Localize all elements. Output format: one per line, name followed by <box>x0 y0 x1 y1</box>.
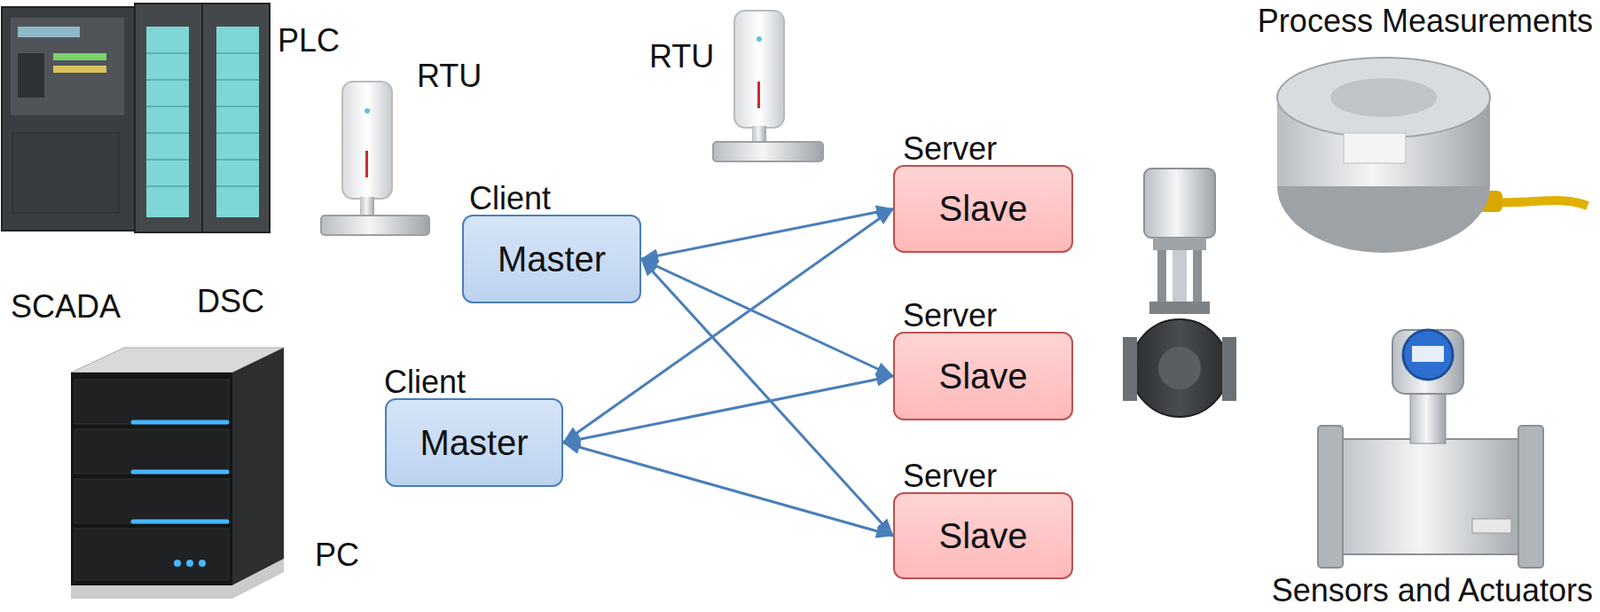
device-label: DSC <box>196 283 265 320</box>
device-label: RTU <box>416 58 482 95</box>
client-heading: Client <box>384 364 466 400</box>
rtu-illustration <box>321 81 430 236</box>
client-heading: Client <box>469 180 551 217</box>
device-label: RTU <box>649 39 714 75</box>
device-label: PC <box>314 537 360 573</box>
sensor-illustration <box>1277 57 1588 253</box>
device-label: SCADA <box>10 289 121 325</box>
box-text: Master <box>497 239 606 280</box>
master-box: ClientMaster <box>462 214 642 304</box>
server-illustration <box>70 347 284 599</box>
device-label: Process Measurements <box>1257 3 1593 40</box>
link-arrow <box>641 258 894 377</box>
box-text: Master <box>419 423 528 463</box>
box-text: Slave <box>938 516 1028 557</box>
server-heading: Server <box>902 131 997 167</box>
device-label: PLC <box>277 23 340 59</box>
server-heading: Server <box>902 298 997 334</box>
link-arrow <box>641 258 894 536</box>
flowmeter-illustration <box>1317 329 1544 568</box>
valve-illustration <box>1122 168 1237 417</box>
plc-illustration <box>1 3 270 233</box>
master-box: ClientMaster <box>384 398 564 487</box>
device-label: Sensors and Actuators <box>1271 572 1593 609</box>
link-arrow <box>563 442 894 536</box>
slave-box: ServerSlave <box>893 331 1074 421</box>
box-text: Slave <box>938 188 1028 229</box>
box-text: Slave <box>938 356 1028 397</box>
server-heading: Server <box>902 458 997 495</box>
slave-box: ServerSlave <box>893 492 1074 580</box>
link-arrow <box>641 209 894 260</box>
slave-box: ServerSlave <box>893 164 1074 253</box>
link-arrow <box>563 376 894 443</box>
rtu-illustration <box>713 10 824 162</box>
